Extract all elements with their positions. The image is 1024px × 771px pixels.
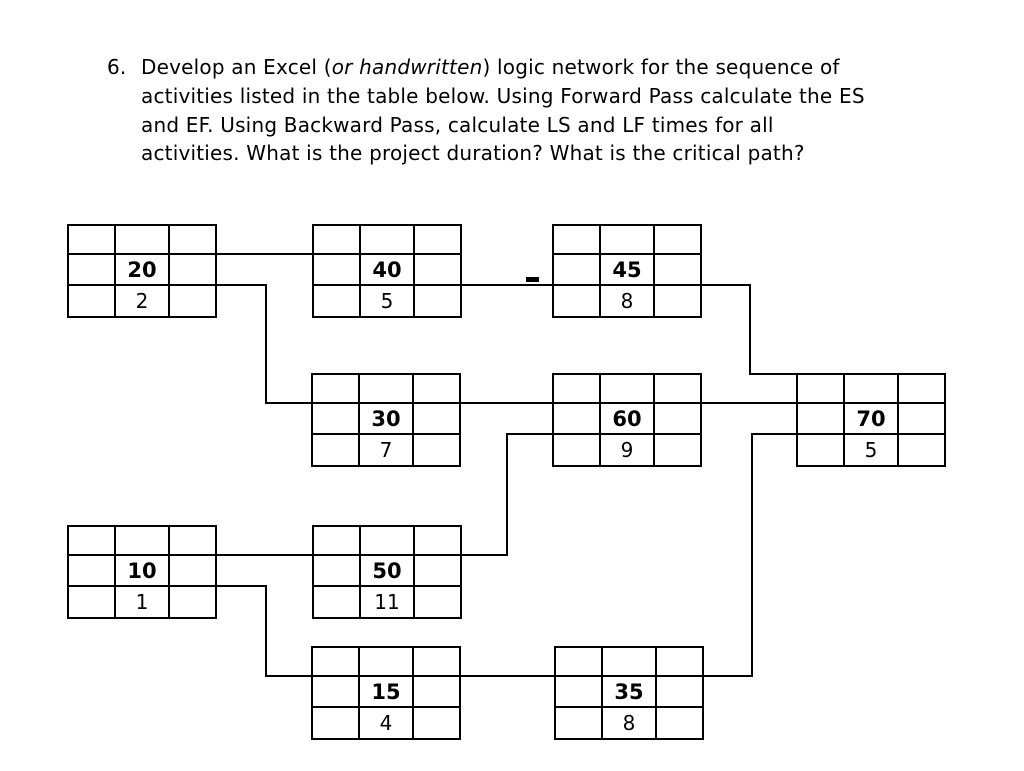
activity-id-label: 10 [127,559,156,583]
activity-id-label: 20 [127,258,156,282]
question-line: and EF. Using Backward Pass, calculate L… [141,112,774,137]
italic-phrase: or handwritten [331,55,483,79]
node-grid-border [310,645,462,741]
activity-id-label: 40 [372,258,401,282]
activity-node-45: 458 [551,223,703,319]
activity-duration-label: 9 [621,438,634,462]
activity-id-label: 50 [372,559,401,583]
question-line: activities. What is the project duration… [141,141,805,166]
connection-20-30 [216,284,312,404]
activity-duration-label: 5 [381,289,394,313]
activity-duration-label: 8 [623,711,636,735]
activity-duration-label: 7 [380,438,393,462]
connection-50-60 [461,433,553,556]
activity-node-60: 609 [551,372,703,468]
activity-node-10: 101 [66,524,218,620]
connection-35-70 [703,433,797,677]
activity-node-20: 202 [66,223,218,319]
activity-duration-label: 2 [136,289,149,313]
activity-duration-label: 8 [621,289,634,313]
activity-node-35: 358 [553,645,705,741]
activity-duration-label: 11 [374,590,399,614]
activity-duration-label: 5 [865,438,878,462]
activity-id-label: 35 [614,680,643,704]
node-grid-border [551,223,703,319]
node-grid-border [66,524,218,620]
node-grid-border [551,372,703,468]
activity-id-label: 60 [612,407,641,431]
activity-node-70: 705 [795,372,947,468]
activity-duration-label: 4 [380,711,393,735]
activity-id-label: 45 [612,258,641,282]
node-grid-border [66,223,218,319]
question-line: Develop an Excel (or handwritten) logic … [141,55,840,79]
activity-id-label: 15 [371,680,400,704]
connection-45-70 [701,284,797,375]
question-text: Develop an Excel (or handwritten) logic … [141,53,865,168]
activity-id-label: 70 [856,407,885,431]
node-grid-border [310,372,462,468]
stray-dash-mark [526,277,539,282]
activity-id-label: 30 [371,407,400,431]
node-grid-border [311,223,463,319]
activity-node-15: 154 [310,645,462,741]
question-number: 6. [107,55,127,79]
activity-duration-label: 1 [136,590,149,614]
activity-node-30: 307 [310,372,462,468]
node-grid-border [795,372,947,468]
question-line: activities listed in the table below. Us… [141,83,865,108]
activity-node-40: 405 [311,223,463,319]
node-grid-border [311,524,463,620]
node-grid-border [553,645,705,741]
connection-10-15 [216,585,312,677]
